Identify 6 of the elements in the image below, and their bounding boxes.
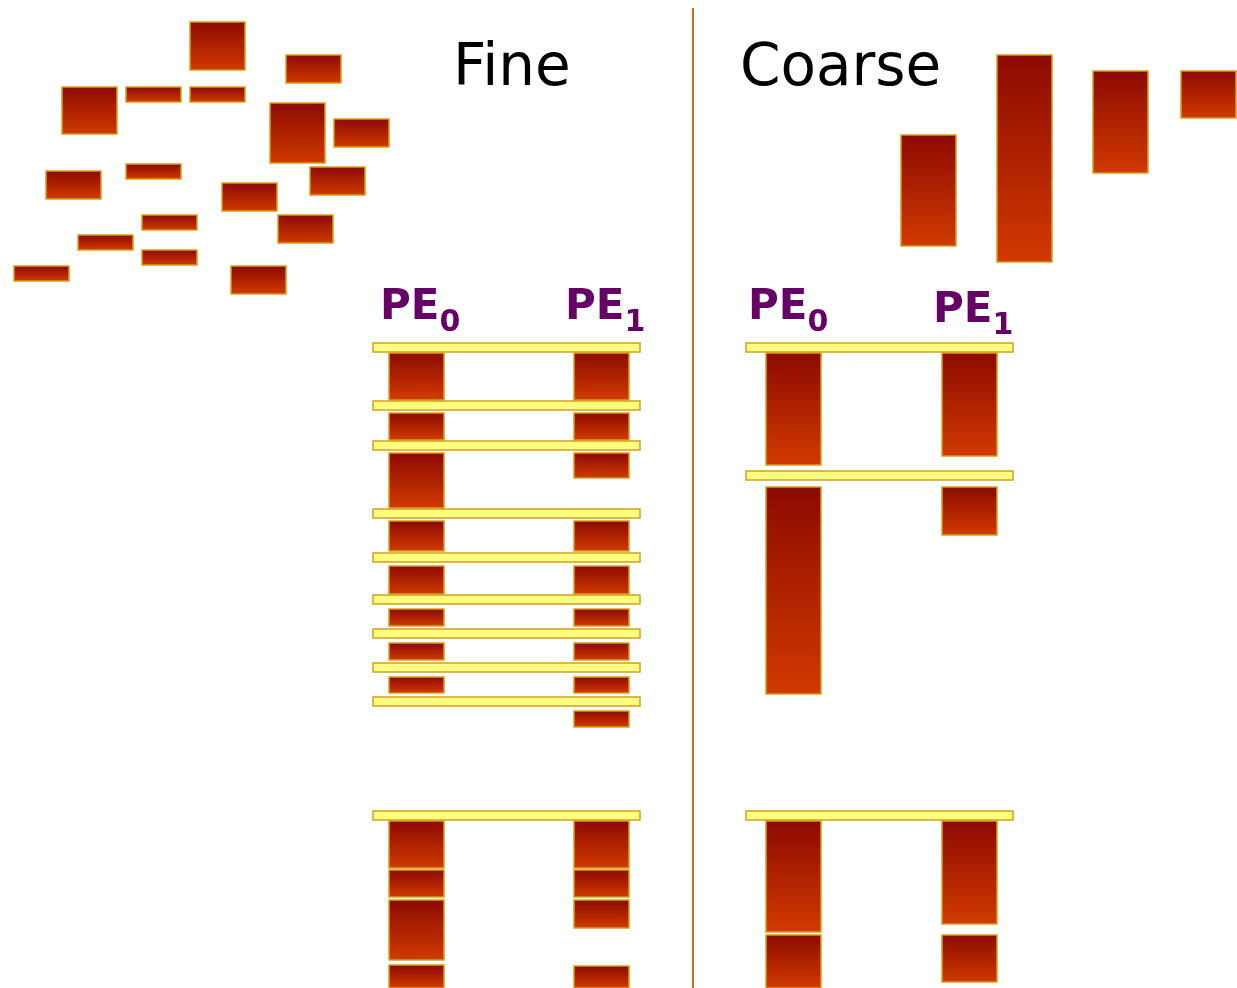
processor-label: PE$_{1}$	[565, 284, 646, 336]
processor-label: PE$_{1}$	[933, 287, 1014, 339]
processor-label: PE$_{0}$	[748, 284, 829, 336]
processor-label: PE$_{0}$	[380, 284, 461, 336]
heading: Coarse	[740, 36, 942, 94]
heading: Fine	[453, 36, 571, 94]
